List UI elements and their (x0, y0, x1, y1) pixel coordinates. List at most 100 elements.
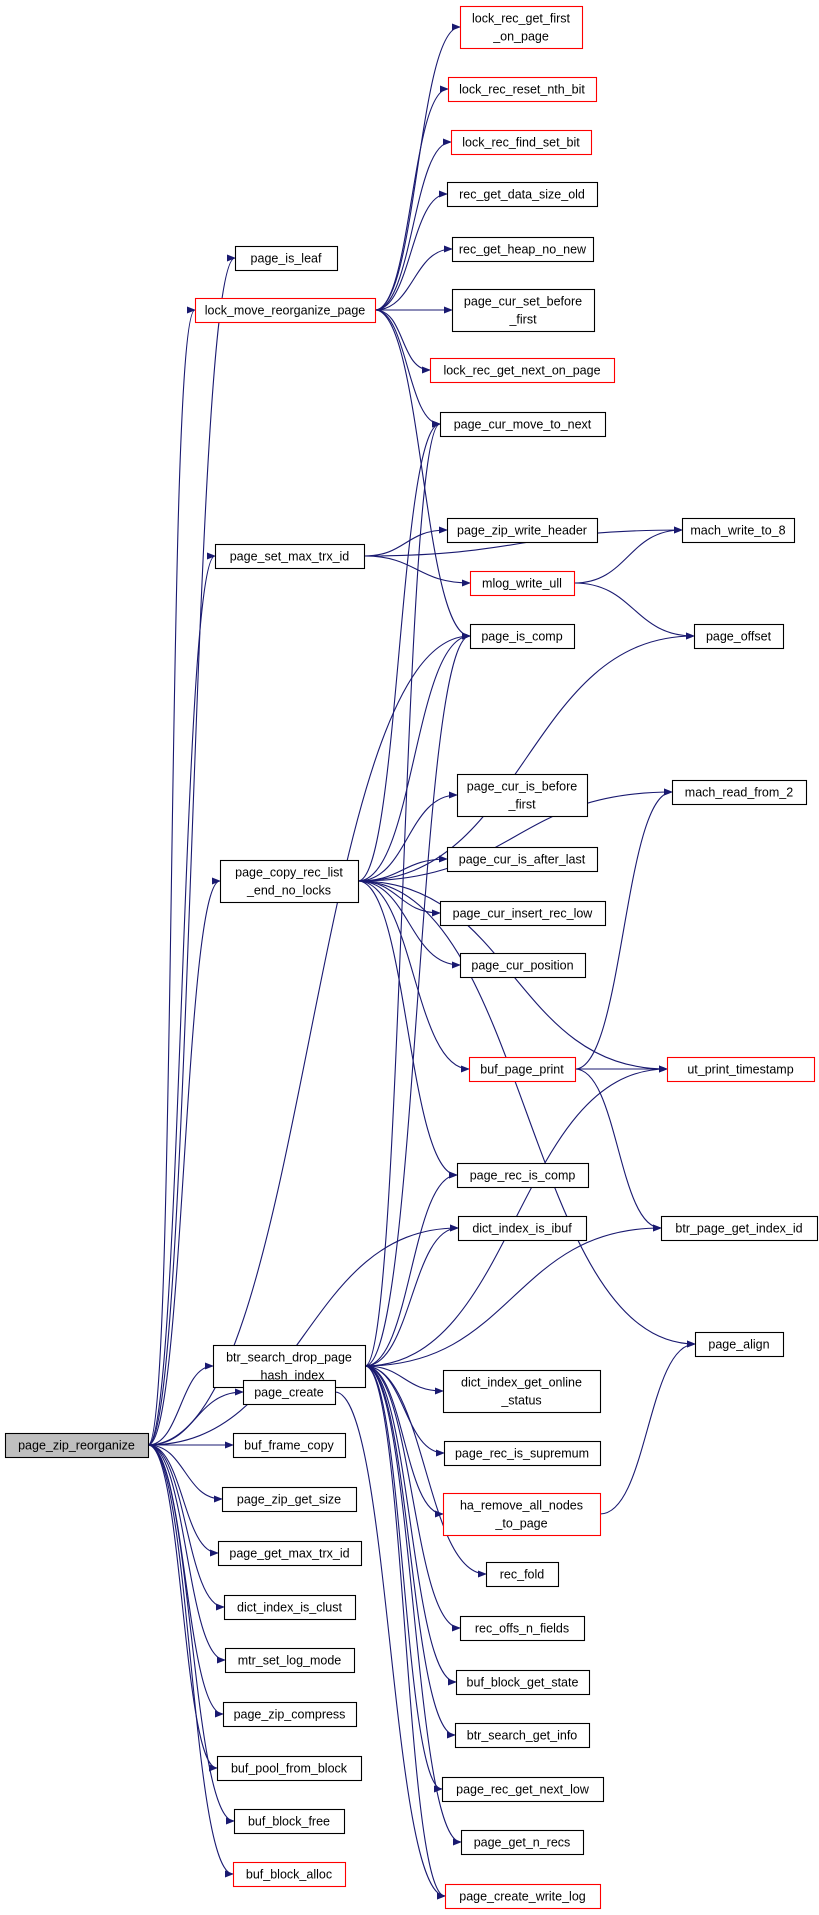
node-mlog-write-ull[interactable]: mlog_write_ull (469, 570, 576, 597)
node-box[interactable] (232, 1432, 347, 1459)
node-box[interactable] (194, 297, 377, 324)
node-box[interactable] (451, 236, 595, 263)
node-rec-offs-n-fields[interactable]: rec_offs_n_fields (459, 1615, 586, 1642)
node-buf-frame-copy[interactable]: buf_frame_copy (232, 1432, 347, 1459)
node-ha-remove-all-nodes-to-page[interactable]: ha_remove_all_nodes_to_page (442, 1492, 602, 1537)
node-buf-block-alloc[interactable]: buf_block_alloc (232, 1861, 347, 1888)
node-page-cur-position[interactable]: page_cur_position (459, 952, 587, 979)
node-box[interactable] (446, 517, 599, 544)
node-box[interactable] (234, 245, 339, 272)
node-mtr-set-log-mode[interactable]: mtr_set_log_mode (224, 1647, 356, 1674)
node-page-zip-compress[interactable]: page_zip_compress (222, 1701, 358, 1728)
node-page-cur-is-before-first[interactable]: page_cur_is_before_first (456, 773, 589, 818)
node-box[interactable] (459, 5, 584, 50)
node-ut-print-timestamp[interactable]: ut_print_timestamp (666, 1056, 816, 1083)
node-page-get-max-trx-id[interactable]: page_get_max_trx_id (217, 1540, 363, 1567)
node-page-cur-is-after-last[interactable]: page_cur_is_after_last (446, 846, 599, 873)
node-page-copy-rec-list-end-no-locks[interactable]: page_copy_rec_list_end_no_locks (219, 859, 360, 904)
node-page-create-write-log[interactable]: page_create_write_log (444, 1883, 602, 1910)
node-box[interactable] (456, 1162, 590, 1189)
node-box[interactable] (666, 1056, 816, 1083)
node-box[interactable] (442, 1492, 602, 1537)
node-box[interactable] (469, 570, 576, 597)
node-box[interactable] (232, 1861, 347, 1888)
node-page-is-leaf[interactable]: page_is_leaf (234, 245, 339, 272)
node-lock-move-reorganize-page[interactable]: lock_move_reorganize_page (194, 297, 377, 324)
node-box[interactable] (456, 773, 589, 818)
node-box[interactable] (444, 1883, 602, 1910)
node-btr-page-get-index-id[interactable]: btr_page_get_index_id (660, 1215, 819, 1242)
node-page-zip-reorganize[interactable]: page_zip_reorganize (4, 1432, 150, 1459)
node-box[interactable] (460, 1829, 585, 1856)
node-page-align[interactable]: page_align (694, 1331, 785, 1358)
node-box[interactable] (694, 1331, 785, 1358)
node-page-get-n-recs[interactable]: page_get_n_recs (460, 1829, 585, 1856)
node-box[interactable] (223, 1594, 357, 1621)
node-dict-index-is-clust[interactable]: dict_index_is_clust (223, 1594, 357, 1621)
node-rec-fold[interactable]: rec_fold (485, 1561, 560, 1588)
node-box[interactable] (222, 1701, 358, 1728)
node-page-cur-set-before-first[interactable]: page_cur_set_before_first (451, 288, 596, 333)
node-page-offset[interactable]: page_offset (693, 623, 785, 650)
node-box[interactable] (439, 900, 607, 927)
node-box[interactable] (233, 1808, 346, 1835)
node-rec-get-data-size-old[interactable]: rec_get_data_size_old (446, 181, 599, 208)
node-box[interactable] (446, 846, 599, 873)
node-box[interactable] (442, 1369, 602, 1414)
node-buf-page-print[interactable]: buf_page_print (468, 1056, 577, 1083)
node-box[interactable] (681, 517, 796, 544)
node-lock-rec-find-set-bit[interactable]: lock_rec_find_set_bit (450, 129, 593, 156)
node-box[interactable] (660, 1215, 819, 1242)
node-page-set-max-trx-id[interactable]: page_set_max_trx_id (214, 543, 366, 570)
node-box[interactable] (468, 1056, 577, 1083)
node-box[interactable] (457, 1215, 588, 1242)
node-lock-rec-get-first-on-page[interactable]: lock_rec_get_first_on_page (459, 5, 584, 50)
node-buf-block-free[interactable]: buf_block_free (233, 1808, 346, 1835)
node-page-cur-move-to-next[interactable]: page_cur_move_to_next (439, 411, 607, 438)
node-box[interactable] (219, 859, 360, 904)
node-page-cur-insert-rec-low[interactable]: page_cur_insert_rec_low (439, 900, 607, 927)
edge-page-zip-reorganize-to-page-get-max-trx-id (147, 1444, 219, 1557)
node-box[interactable] (441, 1776, 605, 1803)
node-box[interactable] (455, 1669, 591, 1696)
node-box[interactable] (439, 411, 607, 438)
node-box[interactable] (469, 623, 576, 650)
node-page-rec-get-next-low[interactable]: page_rec_get_next_low (441, 1776, 605, 1803)
node-box[interactable] (671, 779, 808, 806)
node-box[interactable] (459, 1615, 586, 1642)
node-box[interactable] (242, 1379, 337, 1406)
node-box[interactable] (450, 129, 593, 156)
node-page-create[interactable]: page_create (242, 1379, 337, 1406)
node-box[interactable] (221, 1486, 358, 1513)
node-box[interactable] (214, 543, 366, 570)
node-dict-index-is-ibuf[interactable]: dict_index_is_ibuf (457, 1215, 588, 1242)
node-page-zip-get-size[interactable]: page_zip_get_size (221, 1486, 358, 1513)
node-box[interactable] (217, 1540, 363, 1567)
node-page-rec-is-supremum[interactable]: page_rec_is_supremum (443, 1440, 602, 1467)
node-box[interactable] (693, 623, 785, 650)
node-btr-search-get-info[interactable]: btr_search_get_info (454, 1722, 591, 1749)
node-box[interactable] (446, 181, 599, 208)
node-rec-get-heap-no-new[interactable]: rec_get_heap_no_new (451, 236, 595, 263)
node-page-zip-write-header[interactable]: page_zip_write_header (446, 517, 599, 544)
node-dict-index-get-online-status[interactable]: dict_index_get_online_status (442, 1369, 602, 1414)
node-box[interactable] (454, 1722, 591, 1749)
node-box[interactable] (4, 1432, 150, 1459)
node-box[interactable] (429, 357, 616, 384)
node-lock-rec-get-next-on-page[interactable]: lock_rec_get_next_on_page (429, 357, 616, 384)
node-box[interactable] (216, 1755, 363, 1782)
node-box[interactable] (459, 952, 587, 979)
edge-lock-move-reorganize-page-to-page-cur-move-to-next (374, 309, 441, 428)
node-buf-block-get-state[interactable]: buf_block_get_state (455, 1669, 591, 1696)
node-box[interactable] (443, 1440, 602, 1467)
node-box[interactable] (485, 1561, 560, 1588)
node-mach-write-to-8[interactable]: mach_write_to_8 (681, 517, 796, 544)
node-buf-pool-from-block[interactable]: buf_pool_from_block (216, 1755, 363, 1782)
node-page-rec-is-comp[interactable]: page_rec_is_comp (456, 1162, 590, 1189)
node-box[interactable] (224, 1647, 356, 1674)
node-mach-read-from-2[interactable]: mach_read_from_2 (671, 779, 808, 806)
node-box[interactable] (447, 76, 598, 103)
node-page-is-comp[interactable]: page_is_comp (469, 623, 576, 650)
node-lock-rec-reset-nth-bit[interactable]: lock_rec_reset_nth_bit (447, 76, 598, 103)
node-box[interactable] (451, 288, 596, 333)
